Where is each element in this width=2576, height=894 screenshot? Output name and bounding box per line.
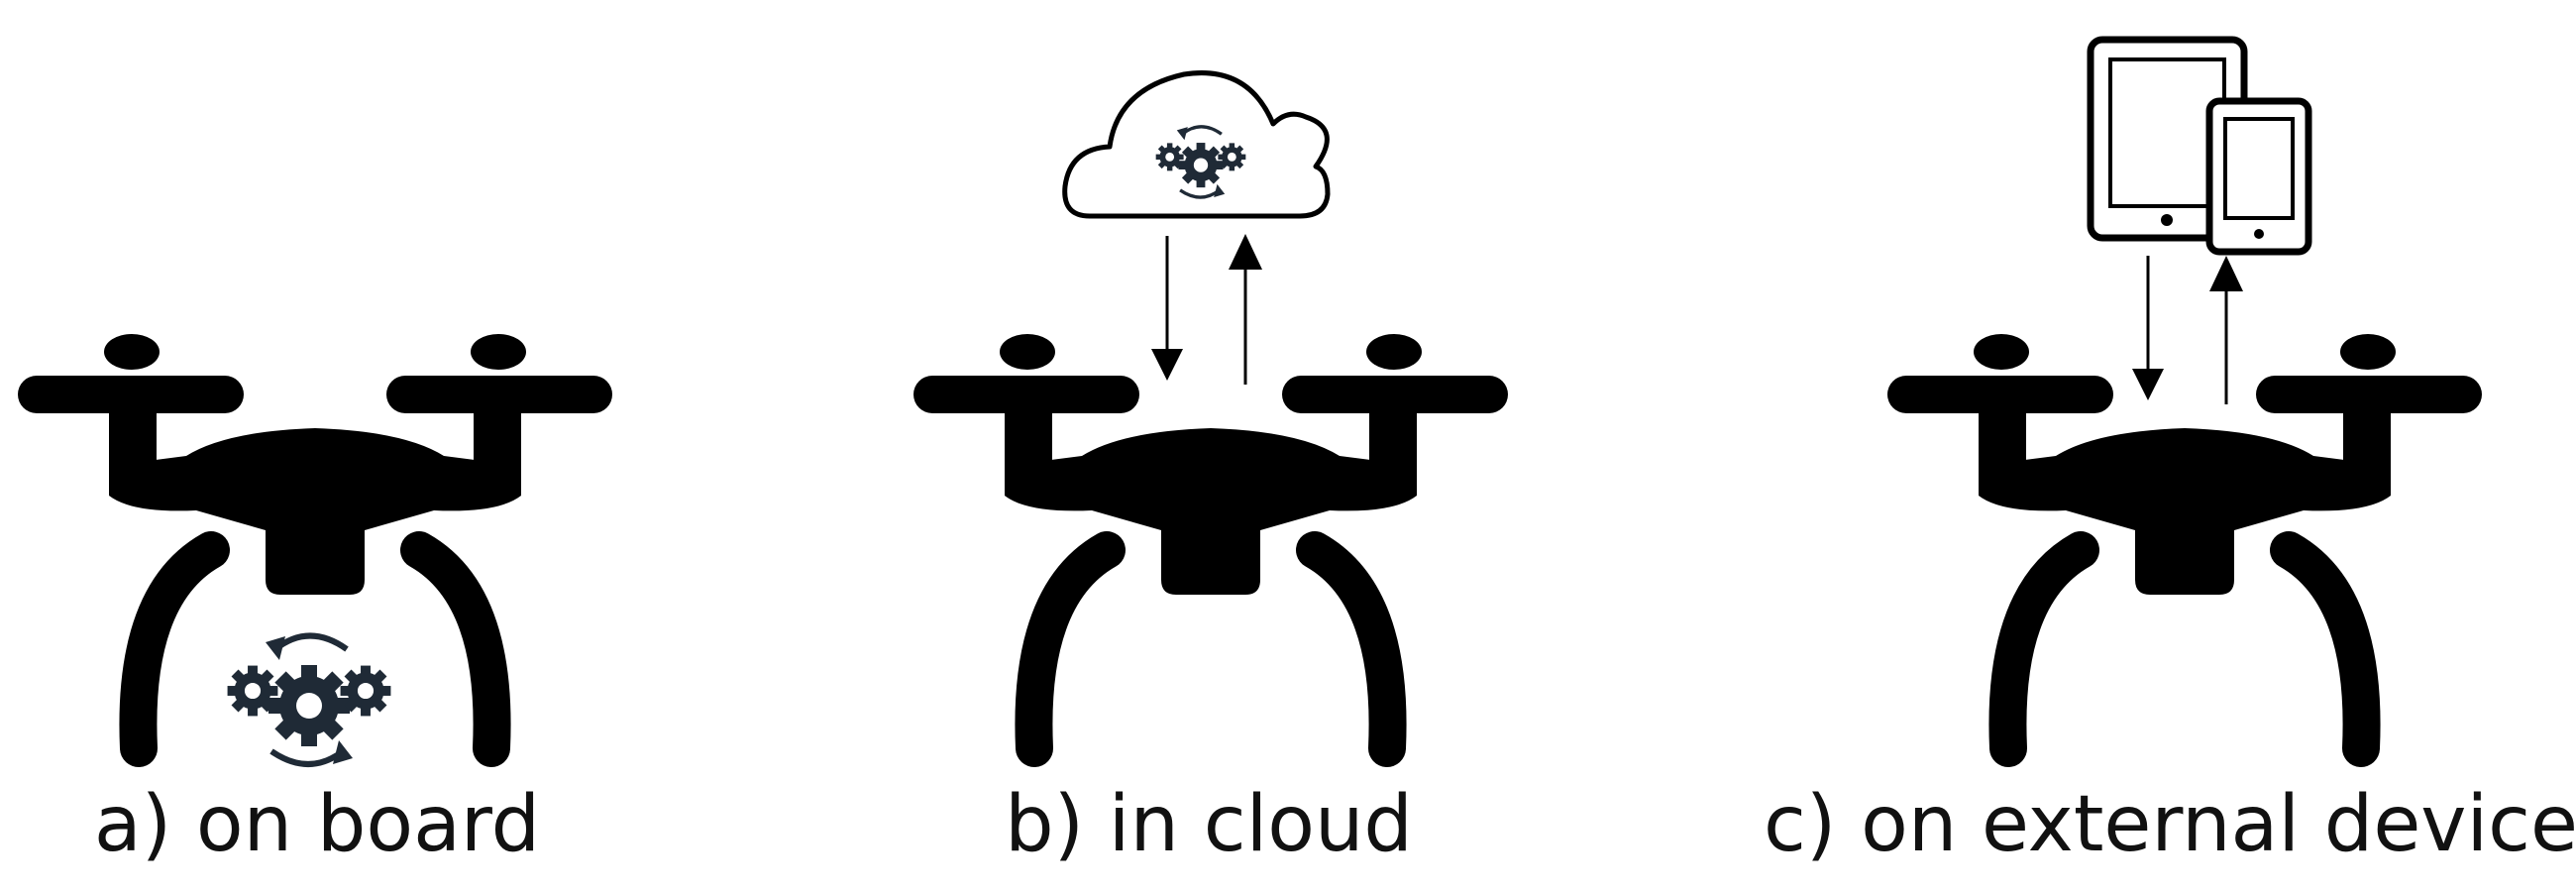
- arrow-down-icon: [1151, 236, 1183, 381]
- tablet-icon: [2087, 36, 2248, 242]
- gears-icon: [228, 636, 391, 765]
- caption-on-external-device: c) on external device: [1764, 780, 2576, 869]
- panel-in-cloud: [913, 70, 1508, 748]
- arrow-up-icon: [1229, 234, 1262, 385]
- caption-in-cloud: b) in cloud: [1005, 780, 1413, 869]
- panel-on-board: [18, 334, 612, 764]
- caption-on-board: a) on board: [93, 780, 541, 869]
- drone-icon: [1887, 334, 2482, 748]
- panel-on-external-device: [1887, 36, 2482, 748]
- drone-icon: [913, 334, 1508, 748]
- arrow-up-icon: [2209, 256, 2243, 404]
- arrow-down-icon: [2132, 256, 2164, 400]
- phone-icon: [2205, 97, 2312, 256]
- cloud-icon: [1062, 70, 1331, 219]
